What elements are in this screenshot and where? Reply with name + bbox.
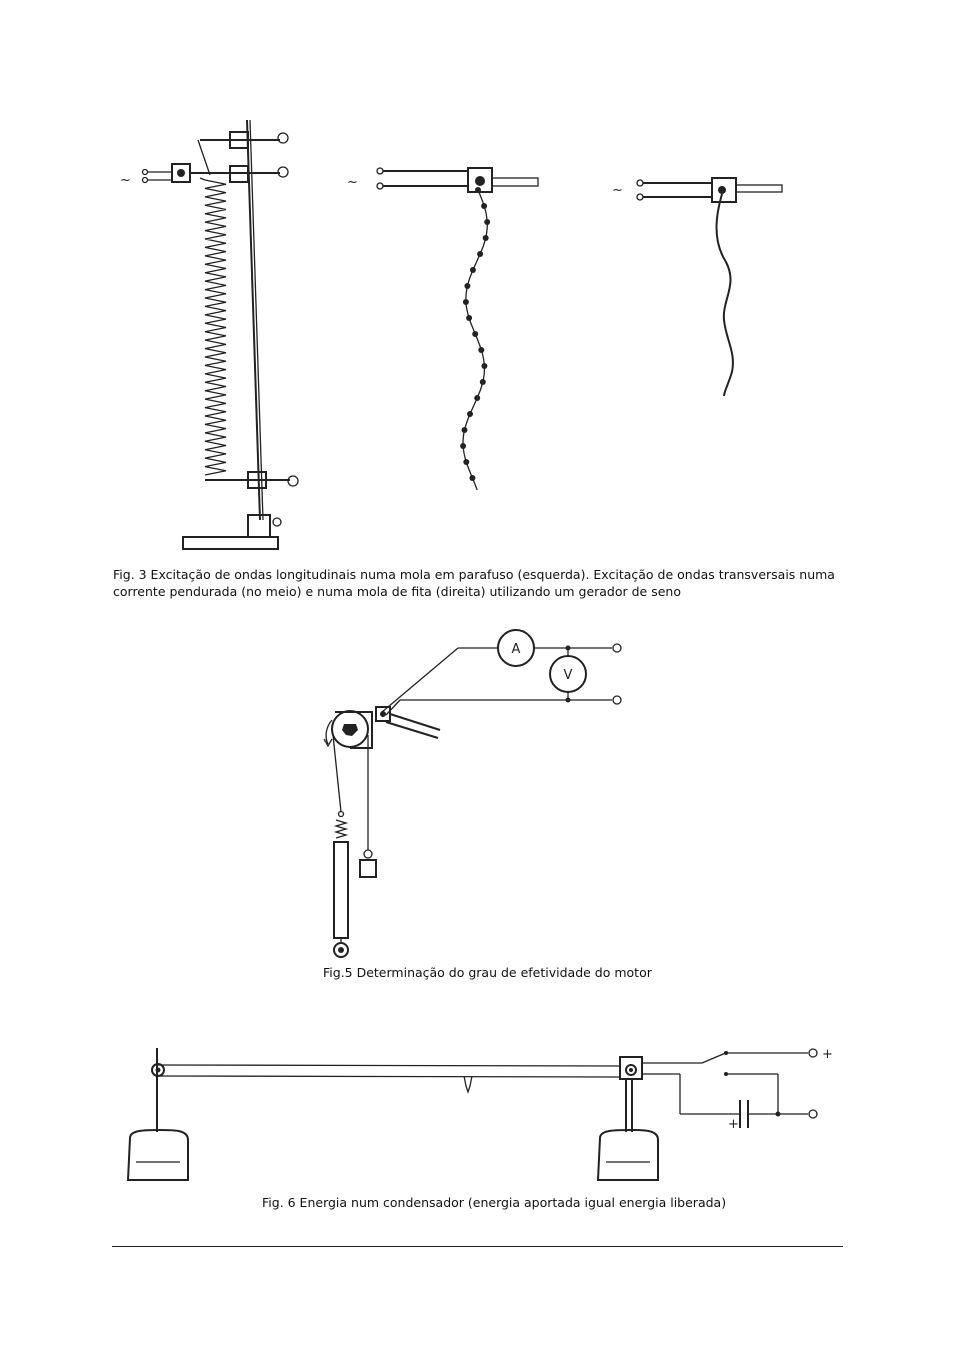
clamp-screw [277, 132, 289, 144]
terminal-plus-label: + [822, 1047, 833, 1062]
chain-bead [479, 379, 486, 385]
figure-5: A V [0, 620, 954, 965]
chain-bead [467, 411, 473, 417]
fig3-right-ac-symbol: ~ [612, 183, 623, 198]
vibrator-rod [491, 177, 539, 187]
beam [157, 1064, 621, 1067]
fig3-left-apparatus: ~ [120, 119, 299, 550]
chain-beads [460, 187, 491, 481]
terminal [636, 193, 644, 201]
clamp [229, 165, 249, 183]
fig5-illustration: A V [323, 629, 622, 958]
fig3-left-ac-symbol: ~ [120, 173, 131, 188]
terminal [612, 643, 622, 653]
clamp [247, 471, 267, 489]
fig6-caption: Fig. 6 Energia num condensador (energia … [262, 1195, 727, 1210]
fig3-middle-apparatus: ~ [347, 167, 539, 491]
string [332, 734, 342, 813]
stand-base [182, 536, 279, 550]
chain-bead [461, 427, 468, 433]
fig6-illustration: + + [126, 1047, 833, 1181]
spring-balance-spring [333, 819, 349, 839]
band-spring [715, 193, 734, 397]
chain-bead [469, 267, 476, 273]
left-stand-base [126, 1129, 189, 1181]
terminal-minus [808, 1109, 818, 1119]
capacitor-plus-label: + [728, 1117, 739, 1132]
chain-bead [463, 459, 470, 465]
terminal [376, 182, 384, 190]
chain-bead [478, 347, 485, 353]
spring-balance [333, 841, 349, 939]
chain-bead [477, 251, 484, 257]
pointer [463, 1075, 473, 1095]
terminal [141, 168, 149, 176]
terminal [612, 695, 622, 705]
fig3-illustration: ~ [120, 119, 783, 550]
switch [701, 1051, 729, 1064]
chain-bead [464, 283, 471, 289]
terminal [376, 167, 384, 175]
chain-bead [472, 331, 479, 337]
clamp-screw [277, 166, 289, 178]
ammeter-label: A [512, 642, 521, 657]
hanging-chain [462, 189, 488, 491]
chain-bead [481, 363, 488, 369]
rotation-arrow [325, 719, 333, 745]
chain-bead [481, 203, 488, 209]
vibrator-rod [735, 184, 783, 193]
chain-bead [484, 219, 491, 225]
coil-spring [199, 177, 227, 476]
chain-bead [462, 299, 469, 305]
stand-rod [246, 119, 261, 521]
terminal [141, 176, 149, 184]
chain-bead [460, 443, 467, 449]
fig3-middle-ac-symbol: ~ [347, 175, 358, 190]
figure-6: + + [0, 1030, 954, 1190]
vibrator-pin [177, 169, 185, 177]
weight [359, 859, 377, 878]
chain-bead [474, 395, 481, 401]
terminal [636, 179, 644, 187]
vibrator-pin [475, 176, 485, 186]
chain-bead [475, 187, 481, 193]
chain-bead [482, 235, 489, 241]
chain-bead [466, 315, 473, 321]
spring-balance-ring [333, 942, 349, 958]
vibrator-pin [718, 186, 726, 194]
terminal-plus [808, 1048, 818, 1058]
figure-3: ~ [0, 0, 954, 560]
fig5-caption: Fig.5 Determinação do grau de efetividad… [323, 965, 652, 980]
fig3-right-apparatus: ~ [612, 177, 783, 397]
clamp-screw [287, 475, 299, 487]
chain-bead [469, 475, 476, 481]
clamp [229, 131, 249, 149]
voltmeter-label: V [564, 668, 573, 683]
right-stand-base [596, 1129, 659, 1181]
fig3-caption: Fig. 3 Excitação de ondas longitudinais … [113, 567, 835, 599]
footer-rule [112, 1246, 843, 1247]
